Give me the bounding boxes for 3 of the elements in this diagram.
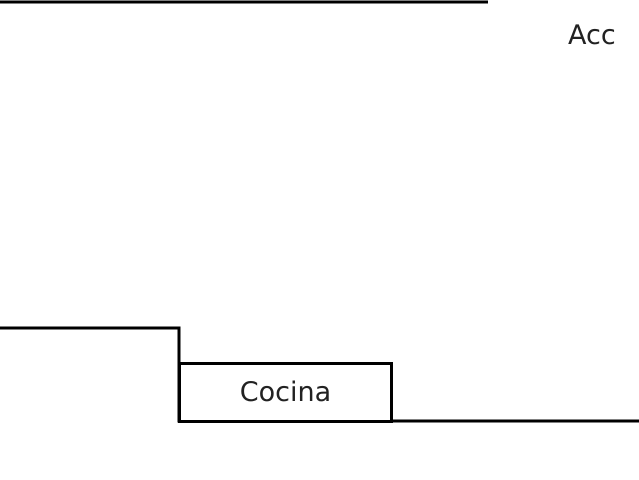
- room-label: Acc: [568, 20, 616, 51]
- room-box: [178, 362, 393, 423]
- room-label: Cocina: [240, 377, 332, 408]
